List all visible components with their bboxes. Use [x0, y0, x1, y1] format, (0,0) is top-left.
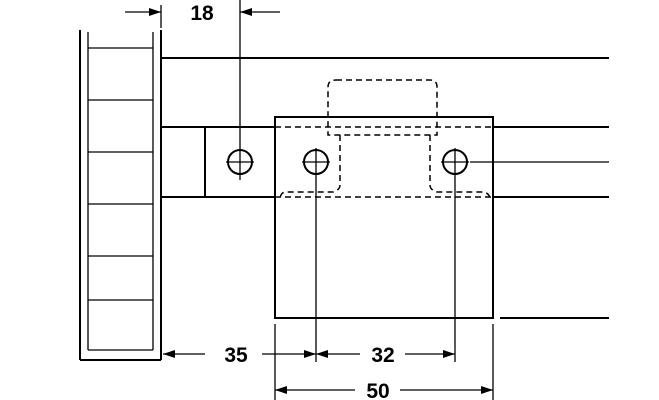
hinge-body: [274, 79, 494, 362]
dimension-18: 18: [125, 2, 280, 28]
shelf-lines: [88, 47, 153, 301]
dimension-label-32: 32: [371, 344, 394, 367]
dimension-50: 50: [274, 324, 494, 400]
dimension-label-50: 50: [366, 380, 389, 400]
cabinet-side-panel: [79, 30, 162, 361]
rails: [161, 57, 609, 319]
dimension-label-35: 35: [224, 344, 248, 367]
dimension-32: 32: [316, 344, 455, 367]
dimension-label-18: 18: [190, 2, 214, 25]
mounting-plate: [204, 0, 276, 198]
dimension-35: 35: [163, 344, 316, 367]
